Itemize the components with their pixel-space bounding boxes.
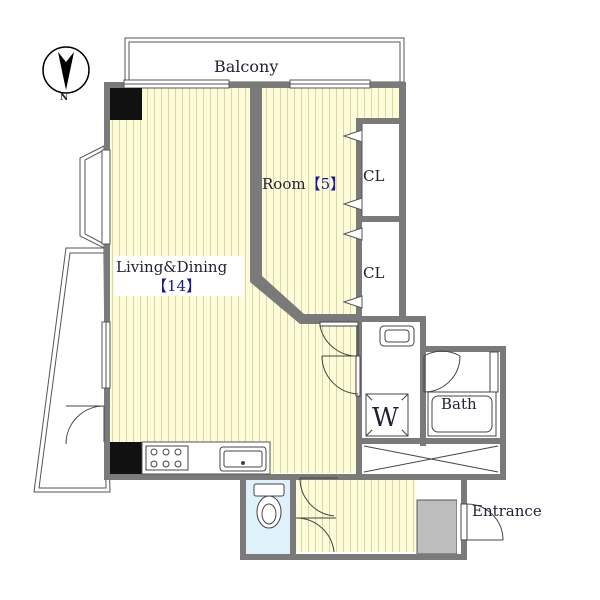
closet-lower-label: CL [363,264,384,282]
living-label-bg [114,256,244,296]
closet-upper-label: CL [363,167,384,185]
room-label: Room【5】 [262,175,345,193]
compass-needle-icon [58,52,74,90]
column-bottom-left [110,442,142,474]
floor-hall [292,480,416,552]
doors [65,321,504,553]
toilet-icon [253,483,285,529]
side-windows [101,149,111,389]
washbasin-icon [379,325,415,347]
shoe-box [416,499,458,555]
bath-label: Bath [441,395,477,413]
compass-north-label: N [60,93,68,103]
living-dining-size: 【14】 [152,277,201,295]
bathtub: Bath [427,351,499,437]
side-balcony [33,247,111,493]
washer: W [365,393,409,437]
bay-window [79,145,105,249]
closet-upper: CL [342,124,399,216]
stove-icon [145,445,189,471]
column-top-left [110,88,142,120]
sink-icon [219,446,267,472]
compass: N [42,46,90,103]
washer-label: W [372,403,399,433]
balcony-label: Balcony [214,57,278,76]
entrance-label: Entrance [472,502,542,520]
utility-storage [363,445,499,473]
living-dining-label: Living&Dining [116,258,228,276]
closet-lower: CL [342,222,399,316]
balcony: Balcony [124,37,405,83]
kitchen-counter [141,441,271,475]
floor-room-extension [355,88,399,123]
balcony-windows [123,79,371,89]
